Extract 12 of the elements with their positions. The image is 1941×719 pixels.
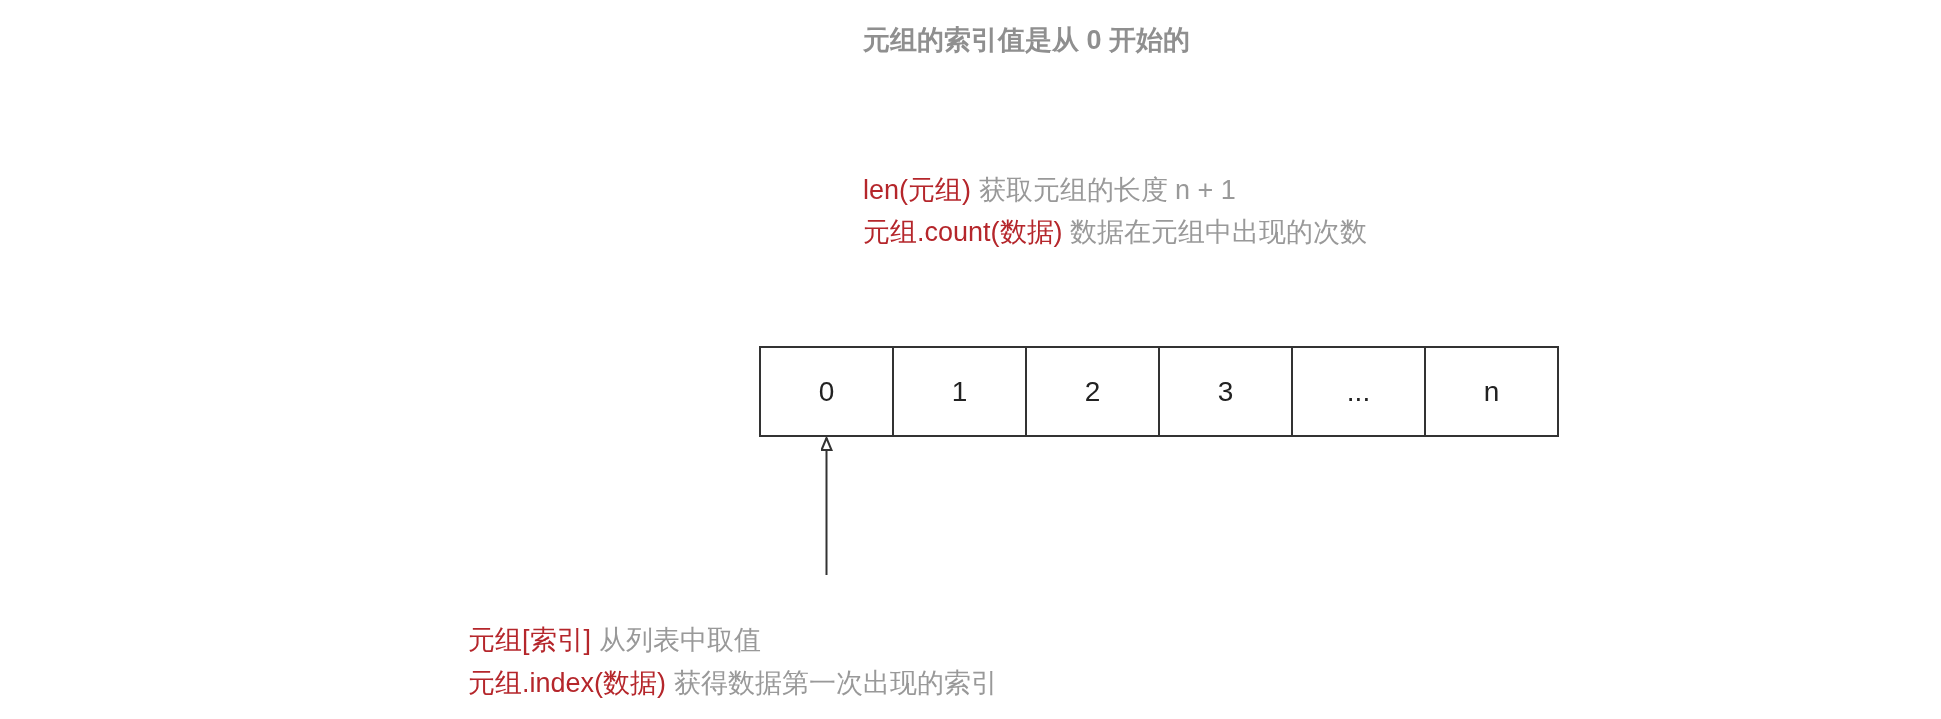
heading: 元组的索引值是从 0 开始的 bbox=[863, 24, 1191, 57]
arrow bbox=[820, 437, 833, 576]
array-cell: 2 bbox=[1025, 346, 1160, 437]
array-cell: 0 bbox=[759, 346, 894, 437]
note-text: 元组.count(数据) 数据在元组中出现的次数 bbox=[863, 216, 1368, 249]
array-cell: n bbox=[1424, 346, 1559, 437]
array-cell: 1 bbox=[892, 346, 1027, 437]
array-cell: 3 bbox=[1158, 346, 1293, 437]
note-text: 元组[索引] 从列表中取值 bbox=[468, 624, 761, 657]
note-text: len(元组) 获取元组的长度 n + 1 bbox=[863, 174, 1236, 207]
array-cell: ... bbox=[1291, 346, 1426, 437]
note-text: 元组.index(数据) 获得数据第一次出现的索引 bbox=[468, 667, 998, 700]
